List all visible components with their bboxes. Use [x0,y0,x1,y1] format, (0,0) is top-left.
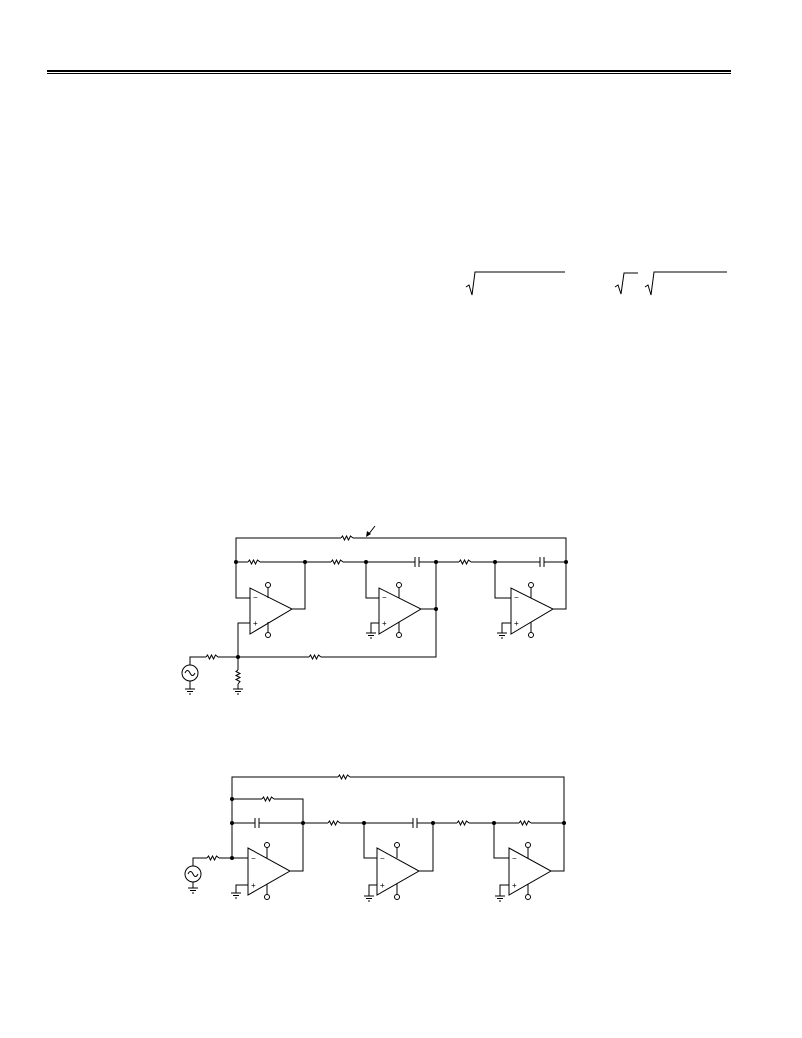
circuit-2-resistor-2 [456,819,470,827]
opamp-minus-sign: − [514,593,519,602]
circuit-1-opamp-1: − + [249,582,294,638]
circuit-1-opamp-3: − + [510,582,555,638]
circuit-1-resistor-3 [458,558,472,566]
circuit-1-resistor-input [205,653,219,661]
ground-icon [364,895,374,902]
circuit-2-junctions [230,797,566,860]
opamp-plus-sign: + [253,619,258,628]
circuit-2-capacitor-1 [254,818,260,828]
ground-icon [366,632,376,639]
circuit-1-wires [189,537,567,689]
opamp-plus-sign: + [382,619,387,628]
circuit-2-opamp-3: − + [508,842,553,900]
header-rule-thin [47,73,731,74]
opamp-minus-sign: − [512,854,517,863]
opamp-minus-sign: − [253,593,258,602]
circuit-1-resistor-return [308,653,322,661]
circuit-2-resistor-1 [327,819,341,827]
circuit-2-resistor-feedback-2 [261,795,275,803]
circuit-1-resistor-shunt [234,669,242,685]
opamp-minus-sign: − [382,593,387,602]
circuit-1-variable-arrow-icon [366,525,376,537]
opamp-plus-sign: + [380,881,385,890]
circuit-2-resistor-3 [518,819,532,827]
circuit-1-resistor-1 [247,558,261,566]
radical-sign-2 [614,272,638,295]
header-rule-thick [47,70,731,72]
circuit-1-opamp-2: − + [378,582,423,638]
opamp-plus-sign: + [251,881,256,890]
circuit-2-ac-source-icon [184,865,202,883]
circuit-1-junctions [234,560,568,659]
circuit-2-opamp-2: − + [376,842,421,900]
ground-icon [233,688,243,695]
circuit-1-ac-source-icon [181,664,199,682]
circuit-2-wires [192,776,565,896]
ground-icon [497,632,507,639]
circuit-1-capacitor-2 [539,557,545,567]
opamp-minus-sign: − [251,854,256,863]
ground-icon [495,895,505,902]
ground-icon [231,892,241,899]
circuit-2-resistor-top-feedback [337,773,351,781]
circuit-2-opamp-1: − + [247,842,292,900]
radical-sign-1 [465,271,565,296]
circuit-1-resistor-top-feedback [340,534,354,542]
opamp-plus-sign: + [514,619,519,628]
circuit-1-resistor-2 [330,558,344,566]
ground-icon [185,688,195,695]
circuit-1: − + − + − + [181,525,568,695]
opamp-minus-sign: − [380,854,385,863]
circuit-2-capacitor-2 [412,818,418,828]
circuit-2: − + − + − + [184,773,566,902]
opamp-plus-sign: + [512,881,517,890]
circuit-2-resistor-input [206,854,220,862]
radical-sign-3 [644,271,727,296]
ground-icon [188,887,198,894]
circuit-1-capacitor-1 [414,557,420,567]
